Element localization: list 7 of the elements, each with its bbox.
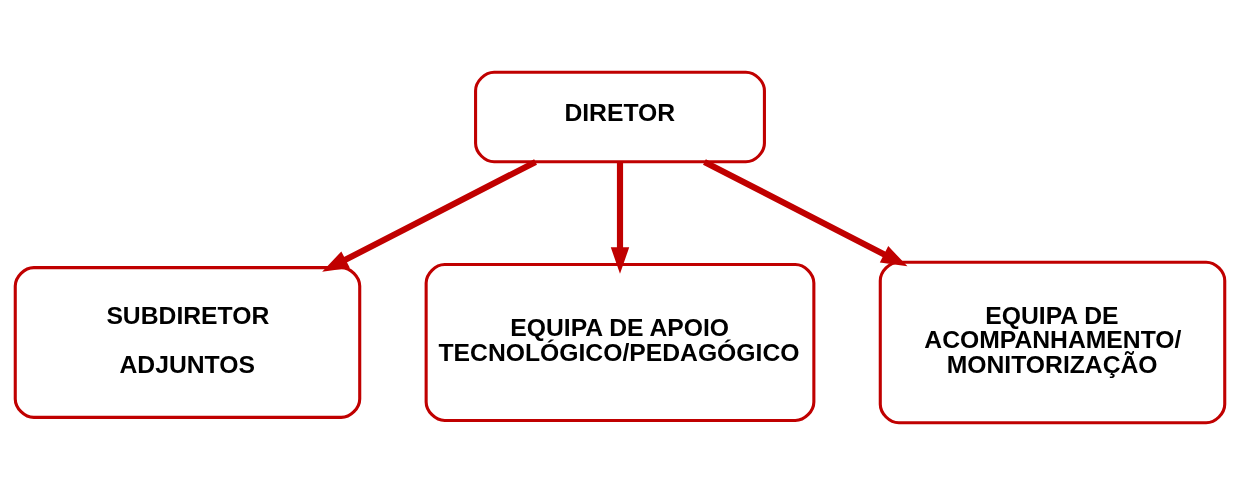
arrow (703, 158, 908, 266)
node-box: EQUIPA DE APOIO TECNOLÓGICO/PEDAGÓGICO (424, 262, 816, 422)
node-box: SUBDIRETOR ADJUNTOS (13, 265, 362, 419)
arrow (322, 158, 537, 272)
node-box: EQUIPA DE ACOMPANHAMENTO/ MONITORIZAÇÃO (878, 260, 1227, 424)
arrow (610, 161, 630, 274)
node-box: DIRETOR (474, 70, 766, 163)
